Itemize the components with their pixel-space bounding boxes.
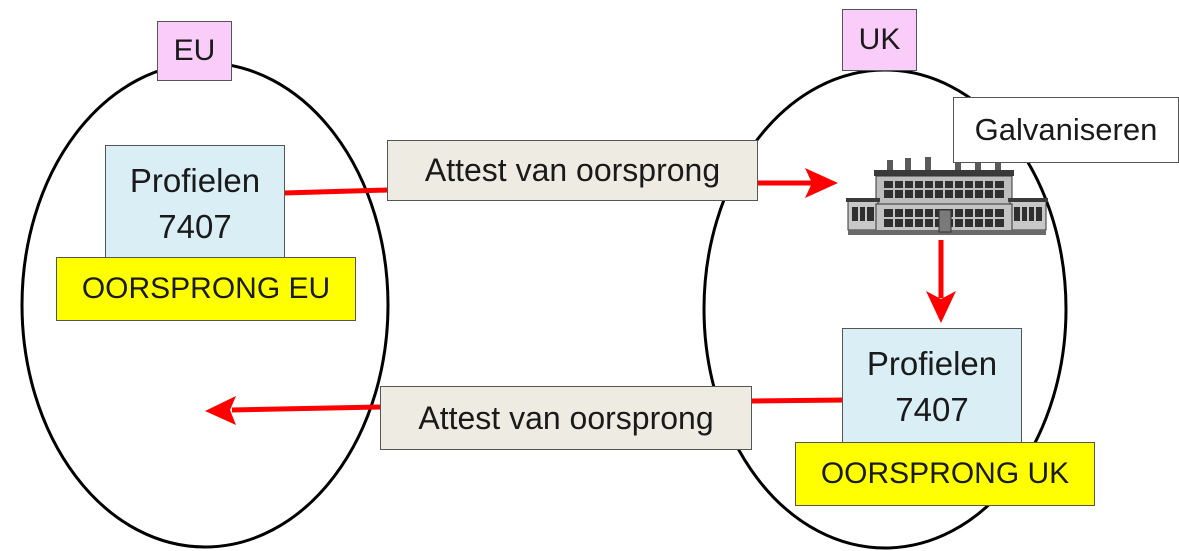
eu-product-box: Profielen 7407 bbox=[105, 145, 285, 263]
eu-arrowhead bbox=[205, 396, 236, 425]
factory-arrowhead bbox=[805, 168, 838, 198]
eu-region-label: EU bbox=[157, 21, 232, 81]
galvanizing-label: Galvaniseren bbox=[953, 97, 1179, 163]
eu-origin-text: OORSPRONG EU bbox=[81, 272, 331, 305]
certificate-to-uk: Attest van oorsprong bbox=[387, 140, 758, 201]
eu-to-certificate-line bbox=[283, 187, 389, 196]
eu-product-code: 7407 bbox=[158, 208, 232, 245]
galvanizing-label-text: Galvaniseren bbox=[974, 112, 1158, 147]
uk-origin-text: OORSPRONG UK bbox=[820, 457, 1070, 490]
certificate-to-eu-text: Attest van oorsprong bbox=[418, 399, 714, 436]
product-arrowhead bbox=[926, 291, 956, 323]
uk-region-label: UK bbox=[842, 9, 917, 71]
eu-origin-badge: OORSPRONG EU bbox=[56, 257, 356, 321]
uk-product-code: 7407 bbox=[895, 391, 969, 428]
certificate-to-uk-text: Attest van oorsprong bbox=[424, 152, 721, 188]
eu-region-label-text: EU bbox=[173, 34, 216, 67]
uk-product-box: Profielen 7407 bbox=[842, 328, 1022, 446]
certificate-to-eu-line bbox=[231, 404, 381, 413]
uk-product-name: Profielen bbox=[866, 345, 998, 382]
uk-origin-badge: OORSPRONG UK bbox=[795, 442, 1095, 506]
uk-to-certificate-line bbox=[751, 397, 846, 404]
factory-icon bbox=[846, 157, 1048, 235]
eu-product-name: Profielen bbox=[129, 162, 261, 199]
uk-region-label-text: UK bbox=[858, 23, 901, 56]
certificate-to-eu: Attest van oorsprong bbox=[380, 386, 752, 450]
